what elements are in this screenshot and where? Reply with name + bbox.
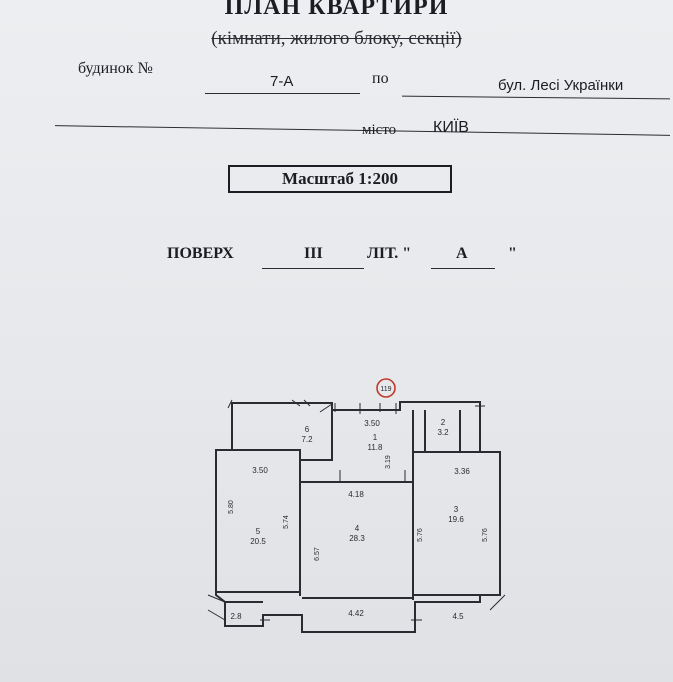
room-4-area: 28.3 [349,534,365,543]
dim-room3-width: 3.36 [454,467,470,476]
room-2-area: 3.2 [437,428,449,437]
room-5-area: 20.5 [250,537,266,546]
dim-room4-depth: 6.57 [314,547,321,561]
dim-room3-depth-inner: 5.76 [417,528,424,542]
plan-details [207,399,506,621]
dim-room5-depth-inner: 5.74 [283,515,290,529]
scale-box: Масштаб 1:200 [228,165,452,193]
room-2-number: 2 [441,418,446,427]
floor-value: III [304,245,323,262]
street-prefix: по [372,70,389,87]
lit-underline [431,268,495,269]
house-underline [205,93,360,94]
dim-room5-depth-outer: 5.80 [228,500,235,514]
lit-label: ЛІТ. " [367,245,412,262]
dim-hall-width: 3.50 [364,419,380,428]
plan-stamp: 119 [380,386,391,393]
dim-room4-bottom: 4.42 [348,609,364,618]
lit-value: А [456,245,468,262]
plan-walls [215,401,501,633]
house-label: будинок № [78,60,153,77]
dim-hall-depth: 3.19 [385,455,392,469]
street-underline [402,95,670,100]
room-5-number: 5 [256,527,261,536]
floor-underline [262,268,364,269]
floor-label: ПОВЕРХ [167,245,234,262]
room-1-number: 1 [373,433,378,442]
dim-room5-width: 3.50 [252,466,268,475]
document-subtitle: (кімнати, жилого блоку, секції) [211,28,462,49]
room-3-area: 19.6 [448,515,464,524]
balcony-left-area: 2.8 [230,612,242,621]
dim-room3-depth-outer: 5.76 [482,528,489,542]
room-3-number: 3 [454,505,459,514]
balcony-right-area: 4.5 [452,612,464,621]
street-name: бул. Лесі Українки [498,77,624,94]
floor-plan: 119 1 11.8 2 3.2 3 19.6 4 28.3 5 20.5 6 … [207,378,506,633]
room-6-number: 6 [305,425,310,434]
house-number: 7-А [270,73,294,90]
room-6-area: 7.2 [301,435,313,444]
stamp-circle [376,378,396,398]
document-title: ПЛАН КВАРТИРИ [224,0,449,20]
dim-room4-top: 4.18 [348,490,364,499]
room-4-number: 4 [355,524,360,533]
room-1-area: 11.8 [368,443,384,452]
lit-close: " [508,245,517,262]
city-label: місто [362,122,397,138]
city-name: КИЇВ [433,119,469,136]
